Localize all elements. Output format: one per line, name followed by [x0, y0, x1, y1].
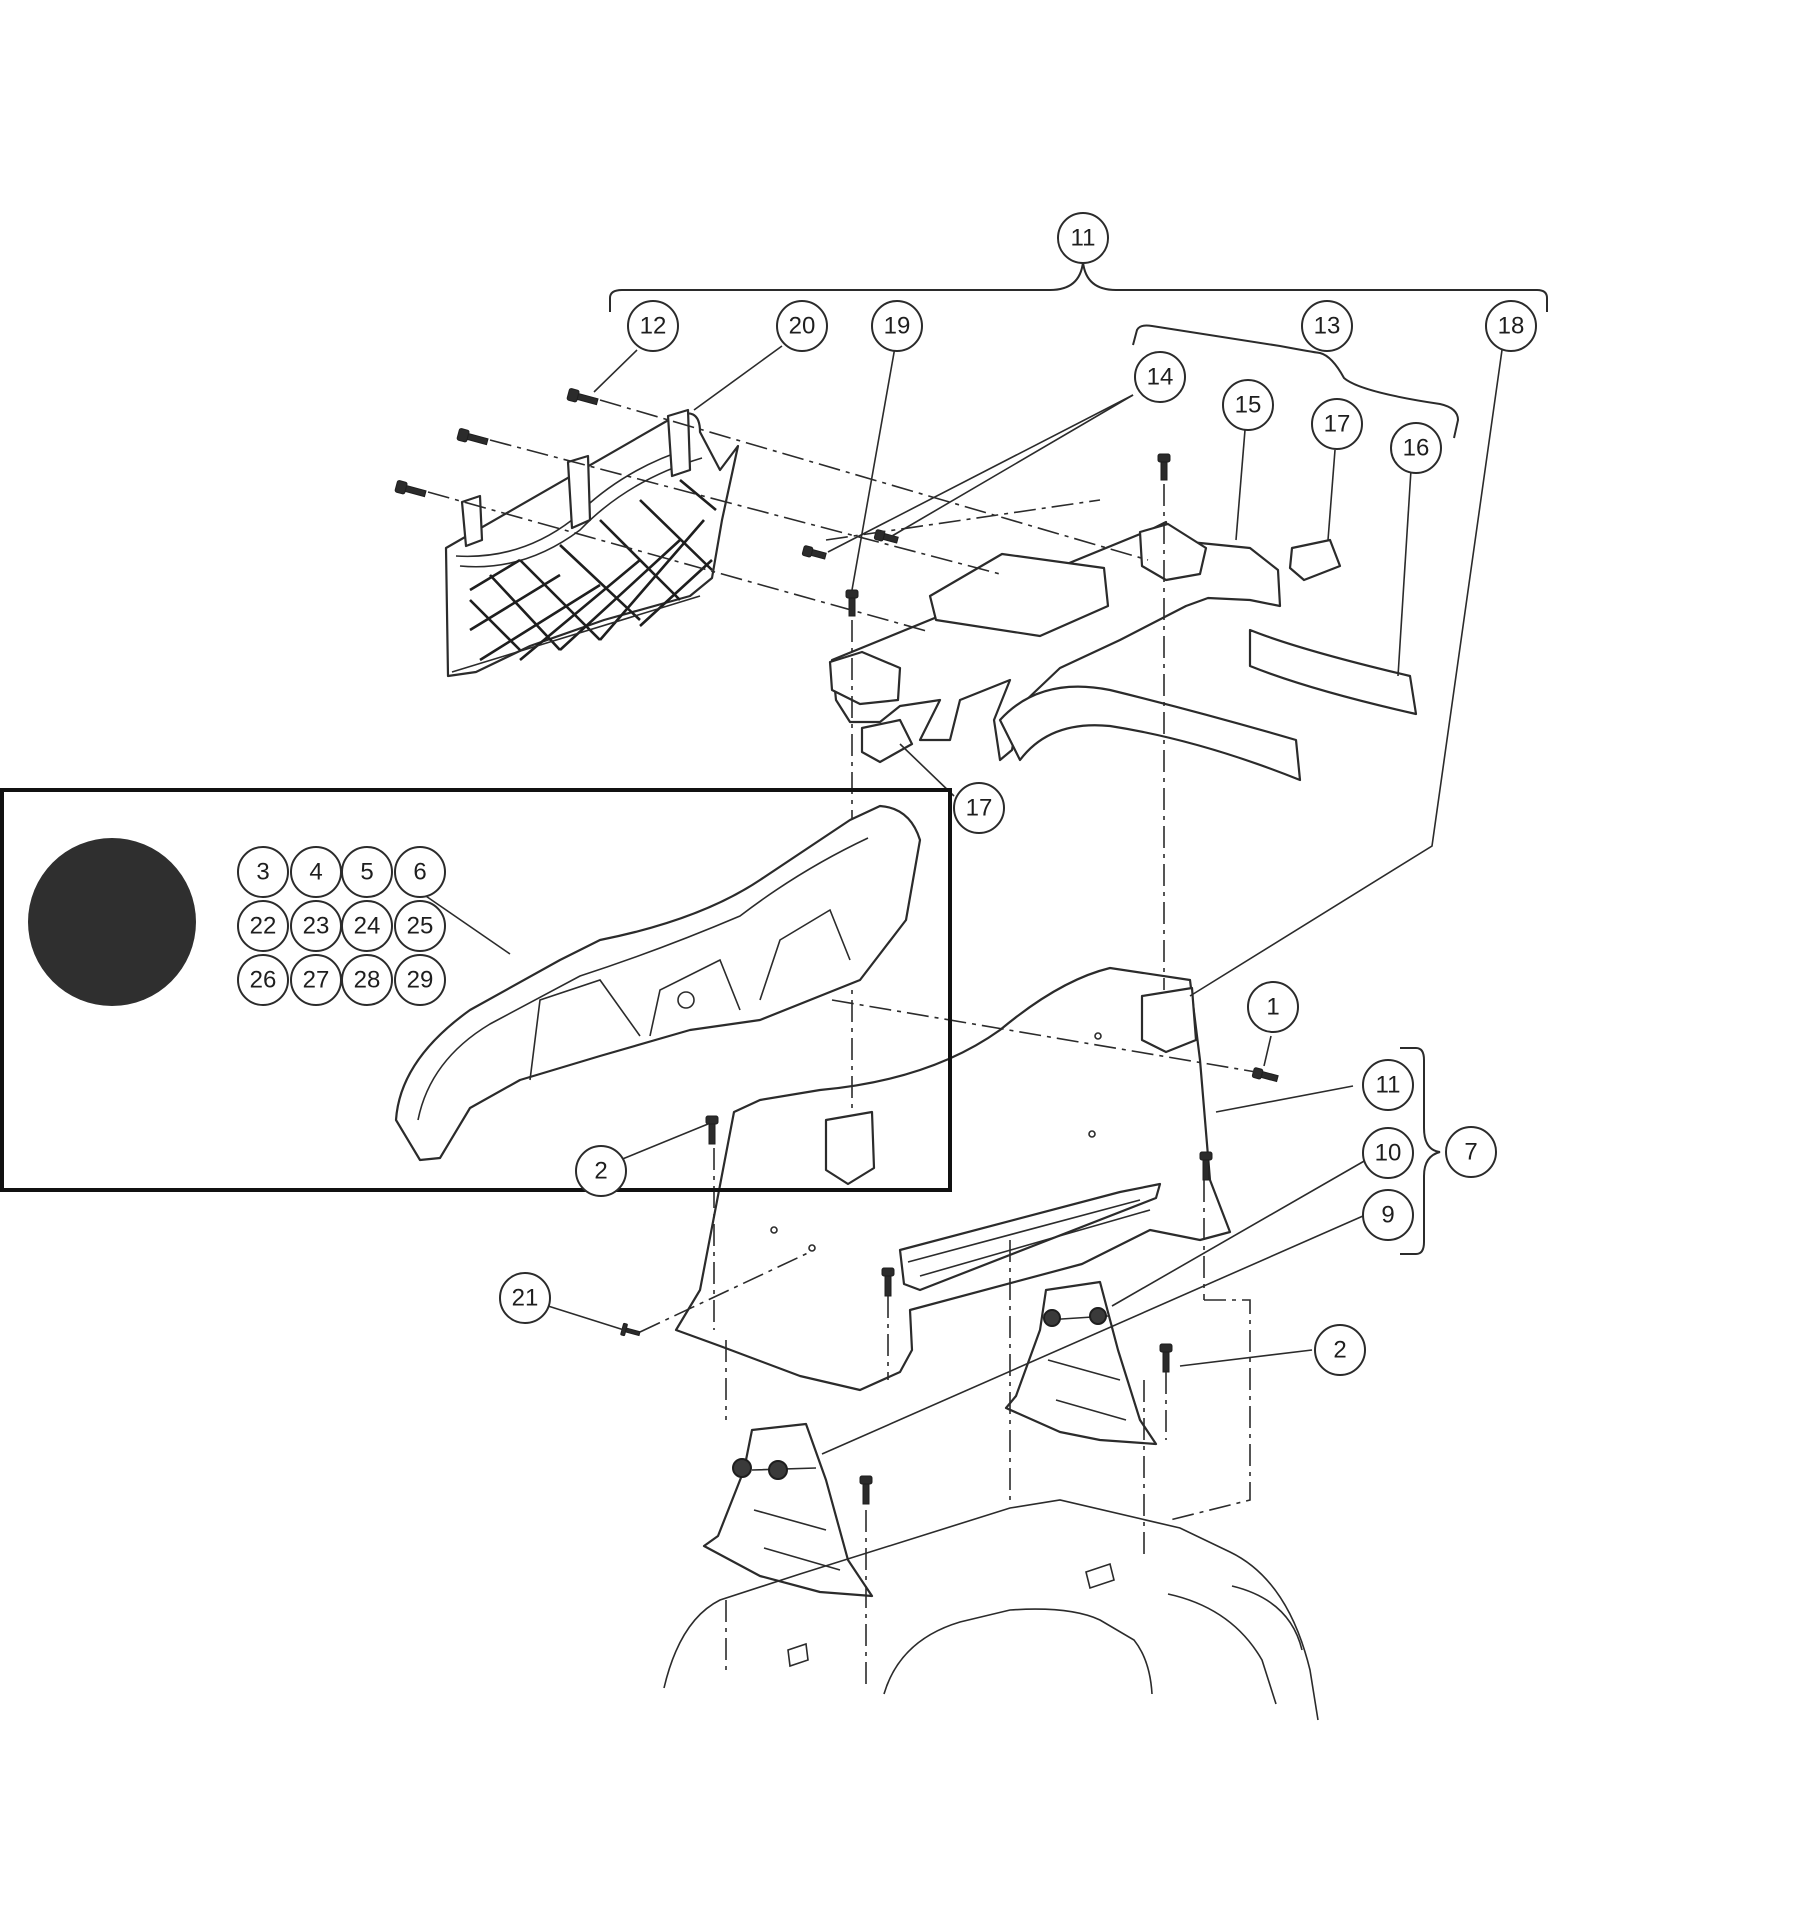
svg-text:11: 11 [1376, 1072, 1401, 1099]
svg-text:29: 29 [407, 967, 434, 994]
svg-text:21: 21 [512, 1285, 539, 1312]
svg-text:10: 10 [1375, 1140, 1402, 1167]
seat-back-shell [674, 966, 1232, 1392]
inset-frame [0, 788, 952, 1192]
svg-text:4: 4 [309, 859, 322, 886]
strap [1248, 628, 1418, 716]
strap-lower [998, 685, 1302, 782]
callout-7: 7 [1445, 1126, 1497, 1178]
svg-text:23: 23 [303, 913, 330, 940]
svg-text:5: 5 [360, 859, 373, 886]
callout-26: 26 [237, 954, 289, 1006]
callout-11-mid: 11 [1362, 1059, 1414, 1111]
marker-dot [28, 838, 196, 1006]
seat-back-post-right [1140, 986, 1198, 1054]
frame-tray [928, 552, 1110, 638]
callout-19: 19 [871, 300, 923, 352]
callout-5: 5 [341, 846, 393, 898]
callout-29: 29 [394, 954, 446, 1006]
hinge-bracket-front [702, 1422, 874, 1598]
callout-17-low: 17 [953, 782, 1005, 834]
vehicle-body [663, 1499, 1319, 1721]
callout-15: 15 [1222, 379, 1274, 431]
callout-3: 3 [237, 846, 289, 898]
callout-9: 9 [1362, 1189, 1414, 1241]
net-tab-mid [566, 454, 592, 530]
frame-screws [801, 453, 1171, 617]
svg-text:16: 16 [1403, 435, 1430, 462]
callout-16: 16 [1390, 422, 1442, 474]
callout-14: 14 [1134, 351, 1186, 403]
svg-text:13: 13 [1314, 313, 1341, 340]
callout-24: 24 [341, 900, 393, 952]
bracket-7 [1400, 1047, 1441, 1255]
inset-callout-grid: 3 4 5 6 22 23 24 25 26 27 28 29 [237, 846, 446, 1006]
svg-text:7: 7 [1464, 1139, 1477, 1166]
svg-text:3: 3 [256, 859, 269, 886]
callout-13: 13 [1301, 300, 1353, 352]
callout-2-right: 2 [1314, 1324, 1366, 1376]
svg-text:14: 14 [1147, 364, 1174, 391]
callout-6: 6 [394, 846, 446, 898]
svg-text:20: 20 [789, 313, 816, 340]
svg-text:2: 2 [1333, 1337, 1346, 1364]
callout-10: 10 [1362, 1127, 1414, 1179]
bracket-13 [1132, 324, 1460, 439]
svg-text:12: 12 [640, 313, 667, 340]
callout-28: 28 [341, 954, 393, 1006]
svg-text:26: 26 [250, 967, 277, 994]
svg-text:24: 24 [354, 913, 381, 940]
svg-text:2: 2 [594, 1158, 607, 1185]
svg-text:25: 25 [407, 913, 434, 940]
storage-net [444, 408, 740, 678]
callout-12: 12 [627, 300, 679, 352]
bracket-11-top [609, 261, 1548, 312]
lower-screws [620, 1067, 1279, 1505]
callout-4: 4 [290, 846, 342, 898]
net-screws [394, 388, 599, 498]
seat-cushion [394, 804, 922, 1162]
callout-20: 20 [776, 300, 828, 352]
callout-23: 23 [290, 900, 342, 952]
svg-text:17: 17 [966, 795, 993, 822]
callout-1: 1 [1247, 981, 1299, 1033]
svg-text:9: 9 [1381, 1202, 1394, 1229]
leader-lines [419, 345, 1503, 1455]
net-tab-left [460, 494, 484, 548]
clip-upper [1288, 538, 1342, 582]
frame-post-left [828, 650, 902, 706]
callout-21: 21 [499, 1272, 551, 1324]
svg-text:15: 15 [1235, 392, 1262, 419]
callout-27: 27 [290, 954, 342, 1006]
callout-11-top: 11 [1057, 212, 1109, 264]
callout-25: 25 [394, 900, 446, 952]
frame-post-right [1138, 522, 1208, 582]
callout-22: 22 [237, 900, 289, 952]
upper-support-frame [828, 520, 1418, 782]
svg-text:18: 18 [1498, 313, 1525, 340]
net-tab-right [666, 408, 692, 478]
svg-text:22: 22 [250, 913, 277, 940]
clip-lower [860, 718, 914, 764]
hinge-bracket-rear [1004, 1280, 1158, 1446]
callout-2-left: 2 [575, 1145, 627, 1197]
callout-18: 18 [1485, 300, 1537, 352]
callout-17-top: 17 [1311, 398, 1363, 450]
svg-text:17: 17 [1324, 411, 1351, 438]
svg-text:6: 6 [413, 859, 426, 886]
seat-cushion-inset [0, 788, 952, 1192]
svg-text:1: 1 [1266, 994, 1279, 1021]
svg-text:27: 27 [303, 967, 330, 994]
svg-text:28: 28 [354, 967, 381, 994]
svg-text:19: 19 [884, 313, 911, 340]
seat-back-post-left [824, 1110, 876, 1186]
svg-text:11: 11 [1071, 225, 1096, 252]
